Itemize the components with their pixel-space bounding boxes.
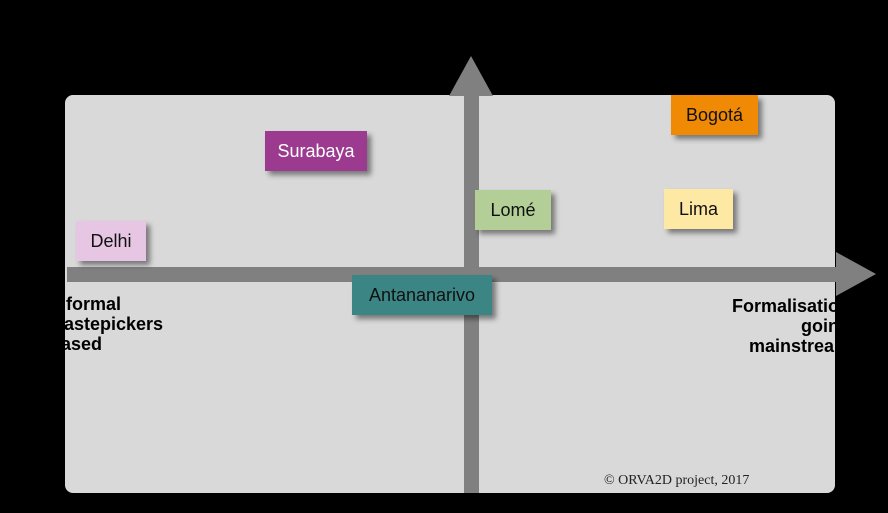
city-lima: Lima xyxy=(664,189,733,229)
horizontal-axis xyxy=(67,267,839,282)
city-bogota: Bogotá xyxy=(671,95,758,135)
copyright-text: © ORVA2D project, 2017 xyxy=(604,473,750,488)
city-lome: Lomé xyxy=(475,190,551,230)
up-arrow-icon xyxy=(449,56,493,96)
city-antananarivo: Antananarivo xyxy=(352,275,492,315)
right-arrow-icon xyxy=(836,252,876,296)
city-delhi: Delhi xyxy=(76,221,146,261)
axis-right-label: Formalisation going mainstream xyxy=(731,296,850,356)
city-surabaya: Surabaya xyxy=(265,131,367,171)
axis-left-label: Informal wastepickers based xyxy=(50,294,164,354)
